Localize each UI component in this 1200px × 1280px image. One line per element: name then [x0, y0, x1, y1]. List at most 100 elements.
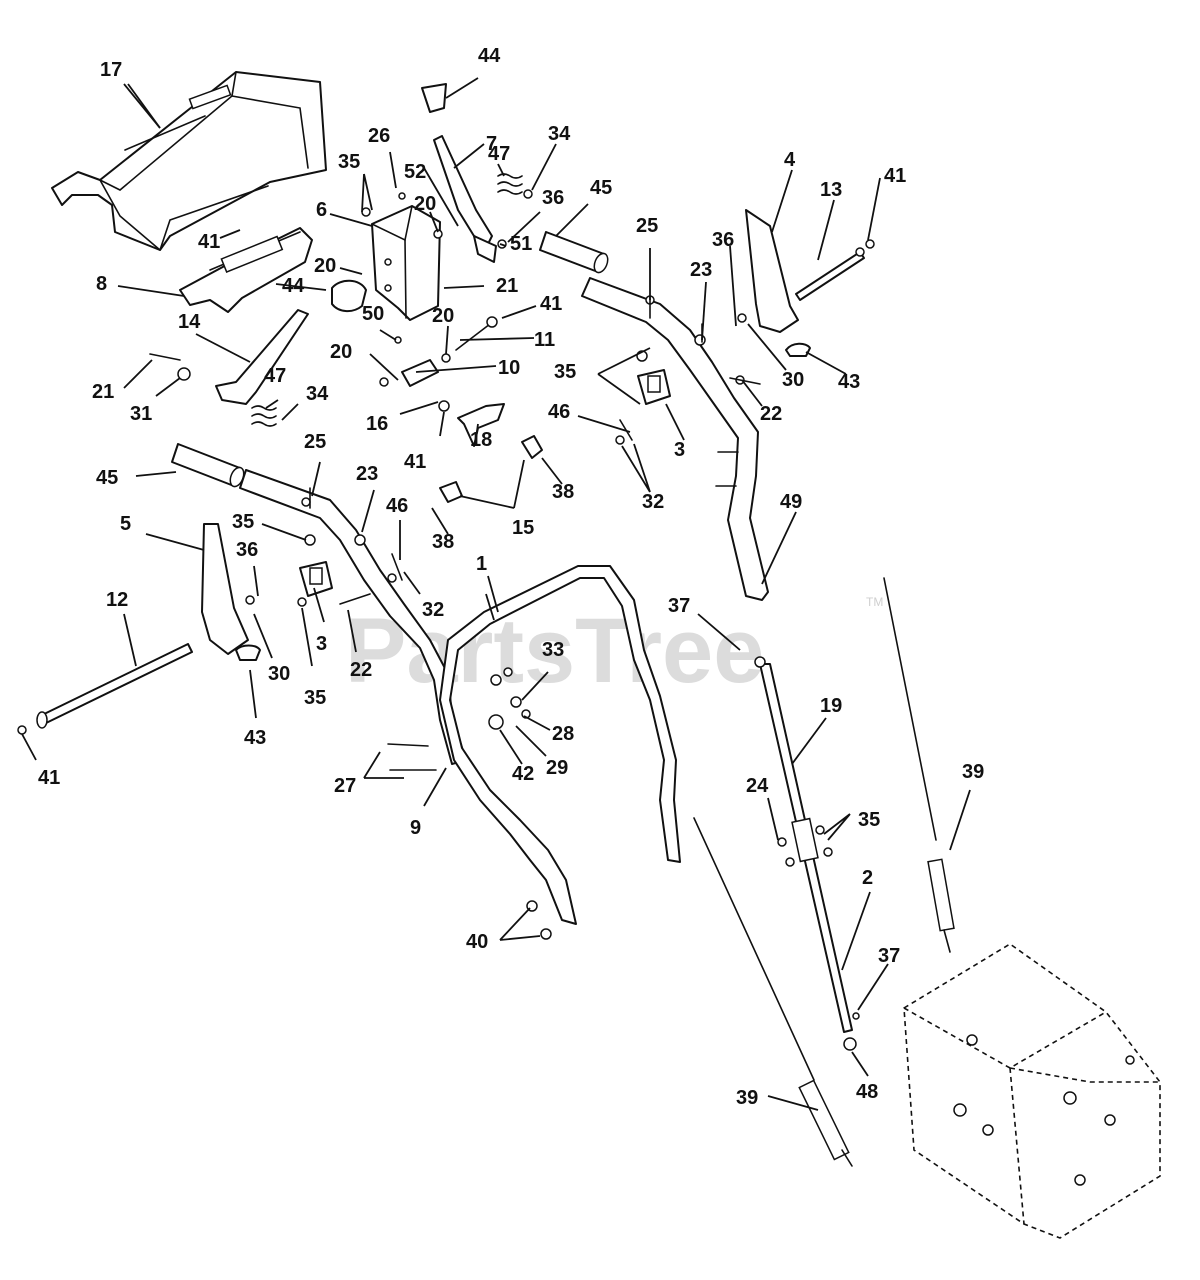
callout-23: 23 [690, 259, 712, 281]
part-15-clip-upper [521, 435, 543, 459]
part-12-rod-left [36, 643, 193, 729]
callout-13: 13 [820, 179, 842, 201]
part-18-bracket [457, 403, 505, 447]
callout-20-b: 20 [314, 255, 336, 277]
callout-31: 31 [130, 403, 152, 425]
callout-25: 25 [636, 215, 658, 237]
callout-12: 12 [106, 589, 128, 611]
callout-35-d: 35 [304, 687, 326, 709]
callout-18: 18 [470, 429, 492, 451]
callout-47-b: 47 [264, 365, 286, 387]
callout-34: 34 [548, 123, 571, 145]
callout-23-b: 23 [356, 463, 378, 485]
part-7-shift-lever [433, 135, 497, 263]
part-5-bracket-left [201, 523, 249, 655]
callout-43-b: 43 [244, 727, 266, 749]
callout-10: 10 [498, 357, 520, 379]
part-11-pin [455, 316, 498, 351]
callout-46: 46 [548, 401, 570, 423]
callout-38: 38 [552, 481, 574, 503]
callout-19: 19 [820, 695, 842, 717]
part-39-cable-right [883, 577, 955, 953]
callout-37: 37 [668, 595, 690, 617]
part-14-linkage-arm [215, 309, 309, 405]
callout-35-c: 35 [232, 511, 254, 533]
callout-16: 16 [366, 413, 388, 435]
callout-14: 14 [178, 311, 201, 333]
part-19-control-rod [759, 663, 853, 1033]
callout-42: 42 [512, 763, 534, 785]
callout-1: 1 [476, 553, 487, 575]
callout-24: 24 [746, 775, 769, 797]
leader-lines [21, 77, 971, 1111]
callout-20-c: 20 [432, 305, 454, 327]
callout-21-b: 21 [92, 381, 114, 403]
trademark-text: TM [866, 595, 883, 609]
callout-29: 29 [546, 757, 568, 779]
callout-3: 3 [674, 439, 685, 461]
part-13-rod-right [795, 247, 865, 301]
part-47-spring-upper [497, 173, 523, 195]
callout-30: 30 [782, 369, 804, 391]
part-8-bracket [179, 227, 313, 313]
callout-37-b: 37 [878, 945, 900, 967]
callout-9: 9 [410, 817, 421, 839]
part-6-control-box [371, 205, 441, 321]
callout-52: 52 [404, 161, 426, 183]
callout-35: 35 [338, 151, 360, 173]
part-10-bracket [401, 359, 439, 387]
callout-35-e: 35 [858, 809, 880, 831]
callout-15: 15 [512, 517, 534, 539]
callout-30-b: 30 [268, 663, 290, 685]
part-3-guide-right [637, 369, 671, 405]
part-44-knob-top [421, 83, 447, 113]
callout-35-b: 35 [554, 361, 576, 383]
callout-41-b: 41 [540, 293, 562, 315]
part-3-guide-left [299, 561, 333, 597]
callout-41: 41 [198, 231, 220, 253]
part-17-dash-panel [51, 71, 327, 251]
callout-43: 43 [838, 371, 860, 393]
callout-27: 27 [334, 775, 356, 797]
callout-11: 11 [534, 329, 555, 351]
callout-17: 17 [100, 59, 122, 81]
callout-21: 21 [496, 275, 518, 297]
callout-34-b: 34 [306, 383, 329, 405]
callout-5: 5 [120, 513, 131, 535]
part-2-gearbox-housing [903, 943, 1161, 1239]
part-47-spring-lower [251, 405, 277, 427]
callout-39-b: 39 [736, 1087, 758, 1109]
callout-48: 48 [856, 1081, 878, 1103]
callout-39: 39 [962, 761, 984, 783]
callout-45: 45 [590, 177, 612, 199]
callout-28: 28 [552, 723, 574, 745]
callout-46-b: 46 [386, 495, 408, 517]
callout-32: 32 [642, 491, 664, 513]
callout-4: 4 [784, 149, 796, 171]
callout-44: 44 [478, 45, 501, 67]
callout-22: 22 [760, 403, 782, 425]
part-44-knob-left [331, 279, 367, 312]
callout-labels: 17 44 7 34 47 52 26 35 20 36 45 6 51 41 … [38, 45, 984, 1109]
callout-32-b: 32 [422, 599, 444, 621]
callout-45-b: 45 [96, 467, 118, 489]
callout-44-b: 44 [282, 275, 305, 297]
callout-49: 49 [780, 491, 802, 513]
callout-33: 33 [542, 639, 564, 661]
part-1-lower-handle [439, 565, 681, 925]
callout-26: 26 [368, 125, 390, 147]
callout-36-c: 36 [236, 539, 258, 561]
callout-51: 51 [510, 233, 532, 255]
callout-38-b: 38 [432, 531, 454, 553]
callout-50: 50 [362, 303, 384, 325]
part-45-grip-right [539, 231, 609, 274]
callout-36-b: 36 [712, 229, 734, 251]
callout-6: 6 [316, 199, 327, 221]
callout-20-d: 20 [330, 341, 352, 363]
callout-41-c: 41 [404, 451, 426, 473]
part-39-cable-left [693, 817, 853, 1167]
callout-22-b: 22 [350, 659, 372, 681]
part-4-bracket-right [745, 209, 799, 333]
callout-2: 2 [862, 867, 873, 889]
